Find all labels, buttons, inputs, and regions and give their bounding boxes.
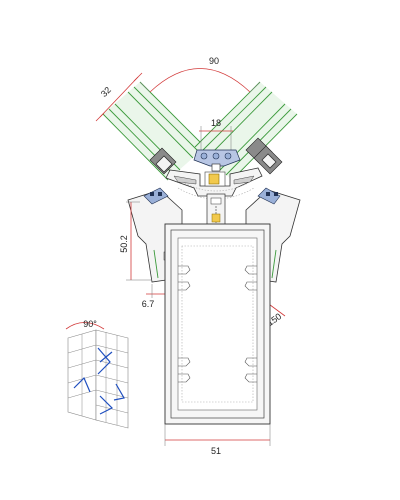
right-gasket xyxy=(245,137,283,175)
mullion-width-dimension: 51 xyxy=(164,424,271,456)
thickness-dimension-label: 32 xyxy=(99,85,113,99)
offset-label: 6.7 xyxy=(142,299,155,309)
stem xyxy=(206,193,226,227)
cap-width-dimension: 18 xyxy=(199,118,233,150)
angle-dimension: 90 xyxy=(139,56,261,93)
iso-sketch: 90° xyxy=(65,319,129,429)
iso-angle-label: 90° xyxy=(83,319,97,329)
mullion-profile xyxy=(164,223,271,425)
bracket-height-label: 50.2 xyxy=(119,235,129,253)
offset-dimension: 6.7 xyxy=(142,284,168,309)
angle-dimension-label: 90 xyxy=(209,56,219,66)
left-glass-unit xyxy=(102,81,206,181)
mullion-width-label: 51 xyxy=(211,446,221,456)
bracket-height-dimension: 50.2 xyxy=(119,201,152,281)
pressure-cap-assembly xyxy=(193,149,241,172)
cap-width-dimension-label: 18 xyxy=(211,118,221,128)
left-gasket xyxy=(149,147,177,175)
